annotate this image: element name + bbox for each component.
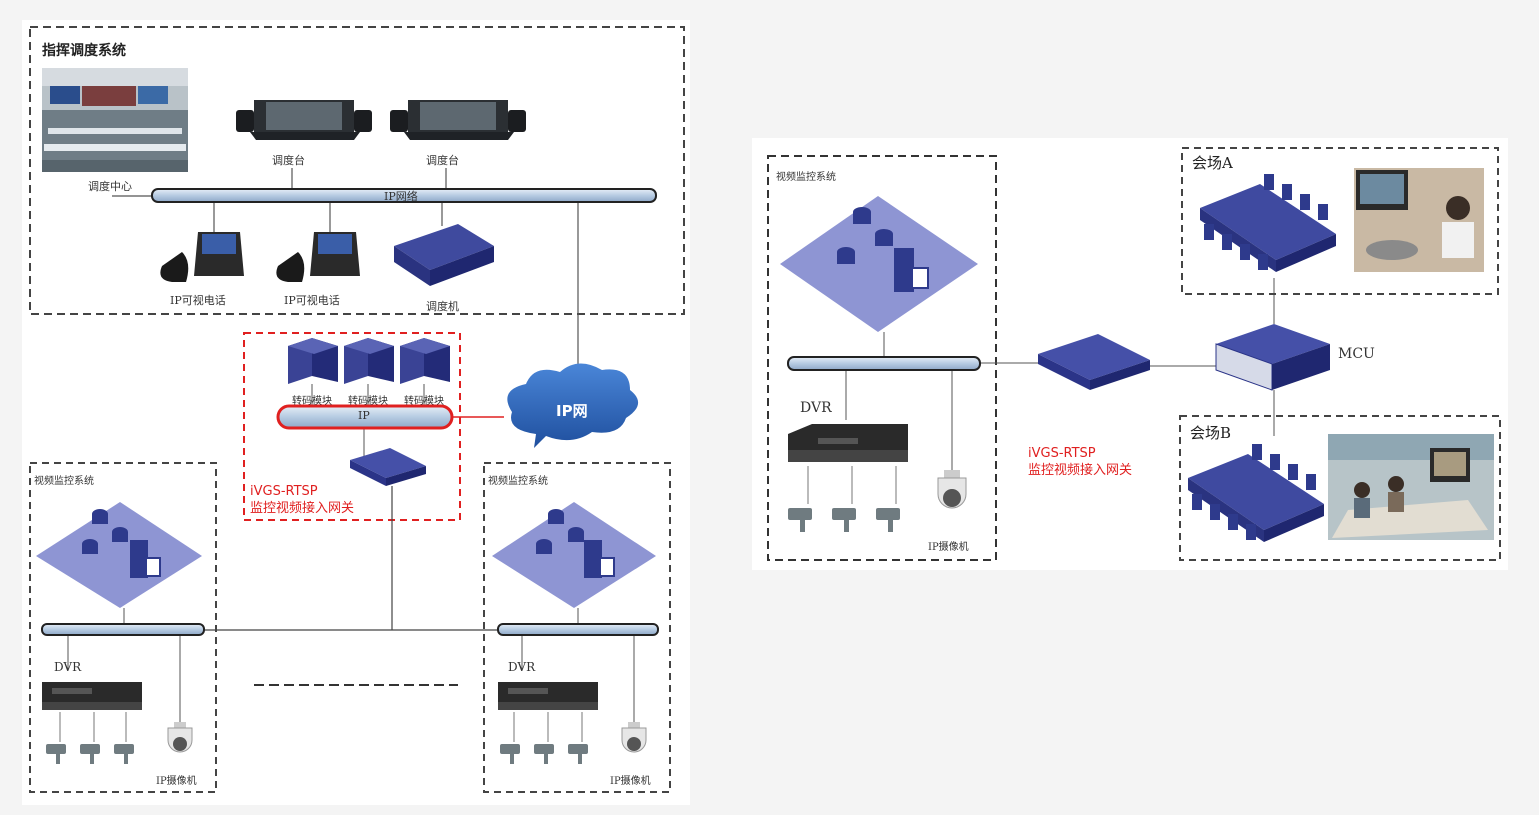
right-diagram-panel: 视频监控系统 DVR IP摄像机 会场A 会场B MCU iVGS-RTSP 监…: [752, 138, 1508, 570]
dispatch-console-2-graphic: [390, 100, 526, 140]
video-system-1-title: 视频监控系统: [34, 476, 94, 487]
right-gateway-device-graphic: [1038, 334, 1150, 390]
transcode-links: [311, 384, 425, 458]
right-diagram-graphics: [767, 147, 1501, 561]
ip-phone-1-label: IP可视电话: [170, 294, 226, 307]
left-diagram-panel: 指挥调度系统 调度中心 调度台 调度台 IP网络 IP可视电话 IP可视电话 调…: [22, 20, 690, 805]
ip-cloud-label: IP网: [556, 402, 588, 420]
analog-cameras-1-graphic: [46, 744, 134, 764]
right-video-system-title: 视频监控系统: [776, 172, 836, 183]
dispatcher-label: 调度机: [426, 300, 459, 313]
right-gateway-name-line1: iVGS-RTSP: [1028, 446, 1096, 461]
transcode-2-label: 转码模块: [348, 396, 388, 407]
right-dvr-camera-links: [807, 466, 897, 504]
venue-b-label: 会场B: [1190, 424, 1232, 442]
command-system-title: 指挥调度系统: [42, 43, 126, 59]
transcode-1-label: 转码模块: [292, 396, 332, 407]
venue-b-photo: [1328, 434, 1494, 540]
venue-a-box: [1181, 147, 1499, 295]
video-system-2-title: 视频监控系统: [488, 476, 548, 487]
gateway-box: [243, 332, 461, 521]
gateway-name-line1: iVGS-RTSP: [250, 484, 318, 499]
transcode-3-label: 转码模块: [404, 396, 444, 407]
mcu-graphic: [1215, 324, 1330, 391]
dvr-2-graphic: [498, 682, 598, 710]
right-video-bus: [787, 356, 981, 371]
dispatch-console-1-graphic: [236, 100, 372, 140]
gateway-name-line2: 监控视频接入网关: [250, 501, 355, 516]
venue-a-label: 会场A: [1192, 154, 1233, 172]
right-dvr-label: DVR: [800, 400, 832, 416]
ip-dome-camera-1-graphic: [167, 722, 193, 753]
ip-camera-1-label: IP摄像机: [156, 776, 197, 787]
dispatch-center-photo: [42, 68, 188, 172]
right-video-system-box: [767, 155, 997, 561]
right-surveillance-plane-graphic: [780, 196, 978, 332]
ip-camera-2-label: IP摄像机: [610, 776, 651, 787]
console-2-label: 调度台: [426, 154, 459, 167]
video-2-links: [521, 608, 635, 722]
command-ip-bus: [151, 188, 657, 203]
dvr-2-camera-links: [513, 712, 583, 742]
analog-cameras-2-graphic: [500, 744, 588, 764]
dvr-2-label: DVR: [508, 660, 536, 674]
right-gateway-name-line2: 监控视频接入网关: [1028, 463, 1133, 478]
ip-bus-label: IP网络: [384, 190, 418, 203]
gateway-ip-pipe-label: IP: [358, 409, 370, 422]
video-1-links: [67, 608, 181, 722]
dispatch-center-label: 调度中心: [88, 180, 132, 193]
console-1-label: 调度台: [272, 154, 305, 167]
right-analog-cameras-graphic: [788, 508, 900, 532]
video-bus-2: [497, 623, 659, 636]
right-ip-camera-label: IP摄像机: [928, 542, 969, 553]
command-bus-links: [112, 168, 579, 382]
ip-video-phone-1-graphic: [160, 232, 244, 282]
mcu-label: MCU: [1338, 346, 1375, 362]
left-diagram-graphics: [29, 26, 685, 793]
ip-video-phone-2-graphic: [276, 232, 360, 282]
command-system-box: [29, 26, 685, 315]
video-bus-1: [41, 623, 205, 636]
venue-b-box: [1179, 415, 1501, 561]
venue-a-table-graphic: [1200, 174, 1336, 272]
dvr-1-graphic: [42, 682, 142, 710]
ip-dome-camera-2-graphic: [621, 722, 647, 753]
dvr-1-label: DVR: [54, 660, 82, 674]
right-ip-dome-camera-graphic: [937, 470, 967, 509]
gateway-device-graphic: [350, 448, 426, 486]
transcode-servers-graphic: [288, 338, 450, 384]
venue-b-table-graphic: [1188, 444, 1324, 542]
right-video-links: [845, 278, 1275, 470]
dvr-1-camera-links: [59, 712, 127, 742]
surveillance-plane-2-graphic: [492, 502, 656, 608]
surveillance-plane-1-graphic: [36, 502, 202, 608]
ip-phone-2-label: IP可视电话: [284, 294, 340, 307]
video-system-box-1: [29, 462, 217, 793]
right-dvr-graphic: [788, 424, 908, 462]
video-system-box-2: [483, 462, 671, 793]
backbone-links: [204, 486, 498, 631]
venue-a-photo: [1354, 168, 1484, 272]
ip-cloud-graphic: [507, 363, 639, 448]
